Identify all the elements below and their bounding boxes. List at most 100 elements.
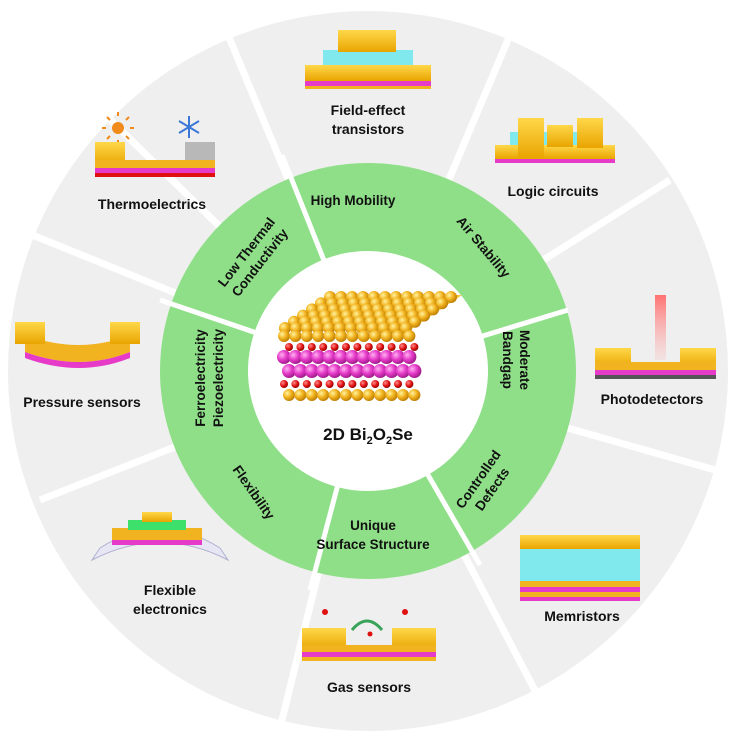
gold-atom bbox=[312, 330, 325, 342]
flexible-electronics-icon bbox=[90, 512, 230, 562]
property-ferro-piezo: Ferroelectricity Piezoelectricity bbox=[193, 328, 226, 427]
bismuth-atom bbox=[373, 364, 388, 378]
gold-atom bbox=[409, 315, 421, 328]
bismuth-atom bbox=[288, 350, 303, 364]
bismuth-atom bbox=[396, 364, 410, 378]
gold-atom bbox=[397, 389, 409, 401]
bismuth-atom bbox=[384, 364, 399, 378]
application-memristors: Memristors bbox=[544, 608, 620, 624]
oxygen-atom bbox=[342, 343, 350, 351]
bismuth-atom bbox=[334, 350, 348, 364]
application-thermoelectrics: Thermoelectrics bbox=[98, 196, 206, 212]
gold-atom bbox=[351, 389, 364, 401]
center-title: 2D Bi2O2Se bbox=[323, 425, 413, 447]
gold-atom bbox=[305, 389, 318, 401]
gold-atom bbox=[445, 291, 457, 303]
bismuth-atom bbox=[316, 364, 331, 378]
oxygen-atom bbox=[399, 343, 407, 351]
bismuth-atom bbox=[277, 350, 291, 364]
oxygen-atom bbox=[387, 343, 396, 351]
application-flexible: Flexible electronics bbox=[133, 582, 207, 617]
gold-atom bbox=[362, 389, 375, 401]
snowflake-icon bbox=[178, 116, 200, 138]
oxygen-atom bbox=[285, 343, 293, 351]
bismuth-atom bbox=[299, 350, 314, 364]
memristor-icon bbox=[520, 535, 640, 601]
fet-device-icon bbox=[305, 30, 431, 89]
oxygen-atom bbox=[325, 380, 334, 388]
application-gas-sensors: Gas sensors bbox=[327, 679, 411, 695]
photodetector-icon bbox=[595, 295, 716, 379]
oxygen-atom bbox=[291, 380, 300, 388]
gold-atom bbox=[436, 297, 448, 310]
application-fet: Field-effect transistors bbox=[331, 102, 406, 137]
oxygen-atom bbox=[364, 343, 373, 351]
oxygen-atom bbox=[314, 380, 323, 388]
oxygen-atom bbox=[307, 343, 316, 351]
oxygen-atom bbox=[280, 380, 288, 388]
bismuth-atom bbox=[361, 364, 376, 378]
oxygen-atom bbox=[371, 380, 380, 388]
gold-atom bbox=[418, 309, 430, 322]
svg-text:Ferroelectricity: Ferroelectricity bbox=[193, 329, 208, 427]
oxygen-atom bbox=[410, 343, 419, 351]
bismuth-atom bbox=[356, 350, 371, 364]
gold-atom bbox=[323, 330, 336, 342]
gold-atom bbox=[300, 330, 313, 342]
oxygen-atom bbox=[348, 380, 357, 388]
bismuth-atom bbox=[339, 364, 353, 378]
gold-atom bbox=[335, 330, 347, 342]
oxygen-atom bbox=[302, 380, 311, 388]
gold-atom bbox=[374, 389, 387, 401]
gold-atom bbox=[403, 330, 416, 342]
svg-text:transistors: transistors bbox=[332, 121, 405, 137]
gold-atom bbox=[278, 330, 290, 342]
oxygen-atom bbox=[359, 380, 368, 388]
gold-atom bbox=[328, 389, 341, 401]
gold-atom bbox=[369, 330, 382, 342]
oxygen-atom bbox=[376, 343, 385, 351]
property-moderate-bandgap: Moderate Bandgap bbox=[500, 330, 532, 391]
bismuth-atom bbox=[327, 364, 342, 378]
thermoelectric-icon bbox=[95, 112, 215, 177]
svg-text:Flexible: Flexible bbox=[144, 582, 196, 598]
svg-text:Moderate: Moderate bbox=[517, 330, 532, 391]
bi2o2se-crystal-icon bbox=[277, 291, 462, 401]
bismuth-atom bbox=[282, 364, 296, 378]
gold-atom bbox=[380, 330, 393, 342]
bismuth-atom bbox=[379, 350, 394, 364]
bismuth-atom bbox=[407, 364, 422, 378]
gas-sensor-icon bbox=[302, 609, 436, 661]
oxygen-atom bbox=[319, 343, 328, 351]
gold-atom bbox=[427, 303, 439, 316]
bismuth-atom bbox=[345, 350, 360, 364]
oxygen-atom bbox=[405, 380, 414, 388]
gold-atom bbox=[289, 330, 302, 342]
gold-atom bbox=[317, 389, 330, 401]
oxygen-atom bbox=[330, 343, 339, 351]
svg-text:Piezoelectricity: Piezoelectricity bbox=[211, 328, 226, 427]
svg-text:Surface Structure: Surface Structure bbox=[316, 537, 430, 552]
svg-text:Field-effect: Field-effect bbox=[331, 102, 406, 118]
application-logic: Logic circuits bbox=[507, 183, 598, 199]
oxygen-atom bbox=[353, 343, 362, 351]
bismuth-atom bbox=[350, 364, 365, 378]
bismuth-atom bbox=[293, 364, 308, 378]
sun-icon bbox=[112, 122, 124, 134]
oxygen-atom bbox=[394, 380, 402, 388]
gold-atom bbox=[283, 389, 295, 401]
logic-circuit-icon bbox=[495, 118, 615, 163]
bismuth-atom bbox=[402, 350, 417, 364]
gold-atom bbox=[408, 389, 421, 401]
oxygen-atom bbox=[296, 343, 305, 351]
svg-text:Bandgap: Bandgap bbox=[500, 331, 515, 389]
gold-atom bbox=[340, 389, 352, 401]
property-high-mobility: High Mobility bbox=[311, 193, 396, 208]
gold-atom bbox=[346, 330, 359, 342]
gold-atom bbox=[294, 389, 307, 401]
bismuth-atom bbox=[322, 350, 337, 364]
oxygen-atom bbox=[382, 380, 391, 388]
gold-atom bbox=[357, 330, 370, 342]
pressure-sensor-icon bbox=[15, 322, 140, 368]
